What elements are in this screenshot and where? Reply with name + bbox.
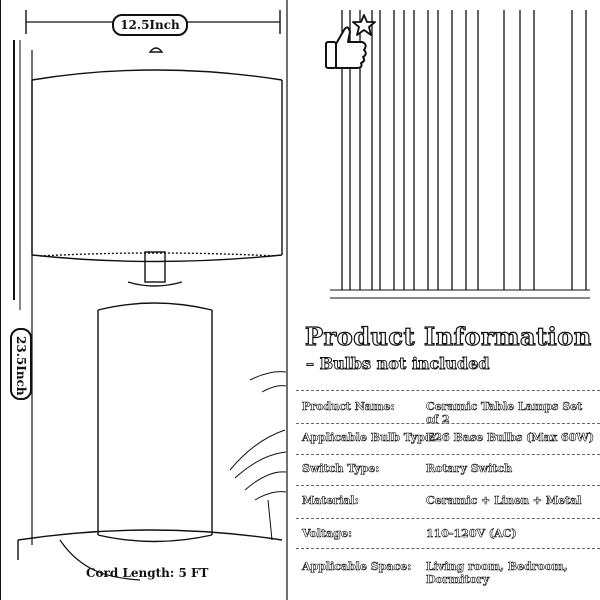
spec-separator <box>296 454 600 455</box>
spec-value: E26 Base Bulbs (Max 60W) <box>426 431 595 445</box>
star-icon <box>352 14 376 36</box>
spec-separator <box>296 390 600 391</box>
spec-label: Product Name: <box>302 400 395 414</box>
spec-value: 110-120V (AC) <box>426 527 517 541</box>
spec-label: Applicable Space: <box>302 560 412 574</box>
bulbs-note: – Bulbs not included <box>306 354 490 374</box>
height-dimension-label: 23.5Inch <box>10 328 32 400</box>
spec-label: Switch Type: <box>302 462 380 476</box>
cord-length-label: Cord Length: 5 FT <box>86 566 209 580</box>
spec-separator <box>296 485 600 486</box>
spec-separator <box>296 548 600 549</box>
width-dimension-label: 12.5Inch <box>112 14 188 36</box>
spec-label: Material: <box>302 494 359 508</box>
thumbs-up-icon <box>325 26 367 69</box>
spec-value: Ceramic Table Lamps Set of 2 <box>426 400 583 427</box>
spec-separator <box>296 518 600 519</box>
spec-separator <box>296 423 600 424</box>
spec-value: Rotary Switch <box>426 462 513 476</box>
spec-label: Applicable Bulb Type: <box>302 431 437 445</box>
spec-label: Voltage: <box>302 527 353 541</box>
spec-value: Ceramic + Linen + Metal <box>426 494 582 508</box>
product-info-title: Product Information <box>304 321 592 351</box>
spec-value: Living room, Bedroom, Dormitory <box>426 560 568 587</box>
